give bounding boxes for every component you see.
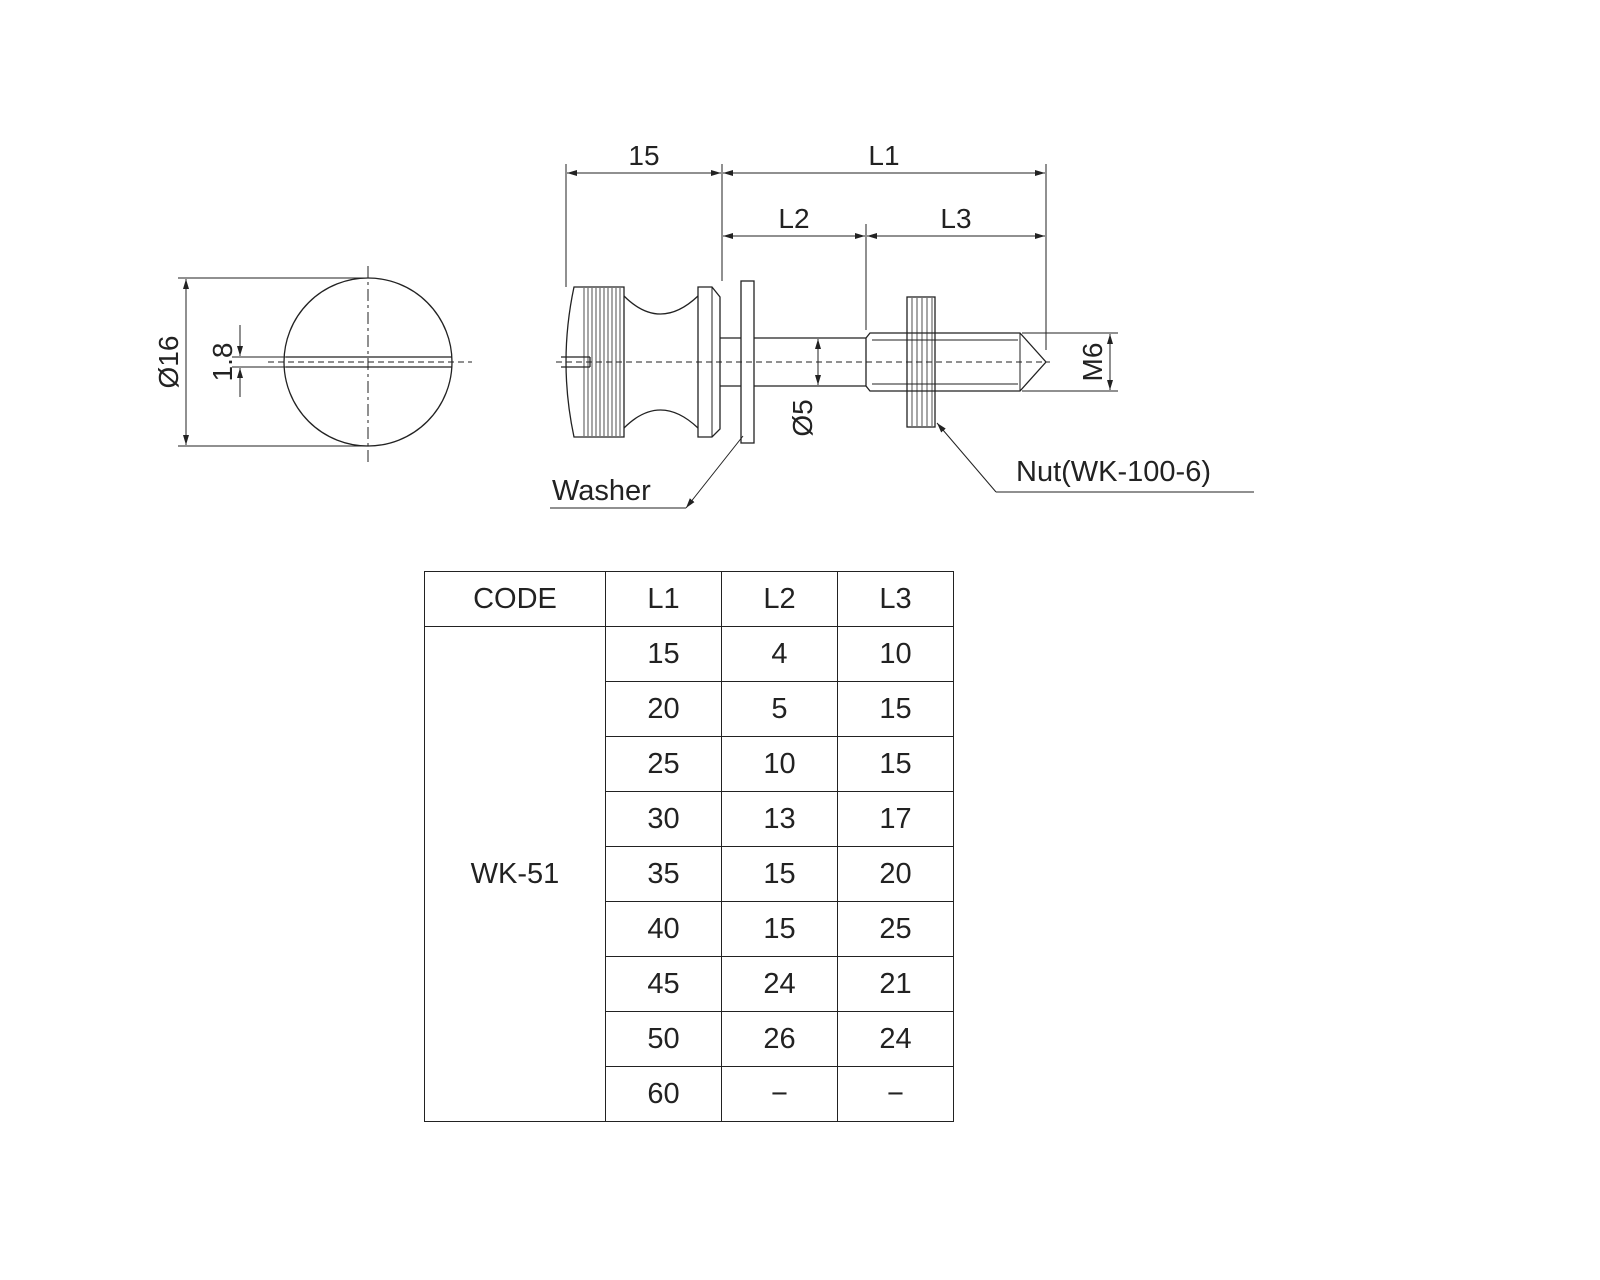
end-view: Ø16 1.8 xyxy=(153,266,472,462)
table-row: 45 24 21 xyxy=(425,956,954,1012)
cell-l1: 35 xyxy=(605,846,722,902)
head-knurling xyxy=(583,288,621,436)
nut xyxy=(906,296,936,428)
table-row: 25 10 15 xyxy=(425,736,954,792)
head-width-label: 15 xyxy=(628,140,659,171)
header-l1: L1 xyxy=(605,571,722,627)
cell-l2: 15 xyxy=(721,901,838,957)
table-row: 60 − − xyxy=(425,1066,954,1122)
cell-l1: 45 xyxy=(605,956,722,1012)
cell-l3: 15 xyxy=(837,736,954,792)
cell-l1: 25 xyxy=(605,736,722,792)
cell-l2: 26 xyxy=(721,1011,838,1067)
cell-l2: 13 xyxy=(721,791,838,847)
l3-label: L3 xyxy=(940,203,971,234)
head-diameter-label: Ø16 xyxy=(153,336,184,389)
cell-l2: − xyxy=(721,1066,838,1122)
header-l3: L3 xyxy=(837,571,954,627)
header-code: CODE xyxy=(424,571,606,627)
table-row: 40 15 25 xyxy=(425,901,954,957)
cell-l3: 25 xyxy=(837,901,954,957)
cell-l2: 10 xyxy=(721,736,838,792)
cell-l2: 5 xyxy=(721,681,838,737)
cell-l3: 17 xyxy=(837,791,954,847)
shank-diameter-label: Ø5 xyxy=(787,399,818,436)
cell-l1: 20 xyxy=(605,681,722,737)
side-view: 15 L1 L2 L3 Ø5 M6 Washer Nut(WK-100-6) xyxy=(550,140,1254,509)
knurled-head xyxy=(565,286,625,438)
table-row: 20 5 15 xyxy=(425,681,954,737)
code-cell: WK-51 xyxy=(424,626,606,1122)
cell-l1: 30 xyxy=(605,791,722,847)
table-row: 35 15 20 xyxy=(425,846,954,902)
cell-l1: 60 xyxy=(605,1066,722,1122)
neck xyxy=(623,295,699,315)
slot-width-label: 1.8 xyxy=(207,343,238,382)
cell-l1: 40 xyxy=(605,901,722,957)
l1-label: L1 xyxy=(868,140,899,171)
cell-l1: 50 xyxy=(605,1011,722,1067)
table-row: 30 13 17 xyxy=(425,791,954,847)
nut-callout: Nut(WK-100-6) xyxy=(1016,456,1211,488)
cell-l2: 4 xyxy=(721,626,838,682)
washer xyxy=(740,280,755,444)
header-l2: L2 xyxy=(721,571,838,627)
nut-knurling xyxy=(911,298,933,426)
washer-callout: Washer xyxy=(552,475,651,507)
cell-l3: − xyxy=(837,1066,954,1122)
cell-l3: 15 xyxy=(837,681,954,737)
cell-l3: 10 xyxy=(837,626,954,682)
cell-l1: 15 xyxy=(605,626,722,682)
cell-l3: 21 xyxy=(837,956,954,1012)
cell-l3: 24 xyxy=(837,1011,954,1067)
table-row: 50 26 24 xyxy=(425,1011,954,1067)
l2-label: L2 xyxy=(778,203,809,234)
threaded-section xyxy=(865,332,1047,392)
cell-l3: 20 xyxy=(837,846,954,902)
table-header-row: CODE L1 L2 L3 xyxy=(424,571,954,627)
cell-l2: 15 xyxy=(721,846,838,902)
thread-label: M6 xyxy=(1077,343,1108,382)
table-row: WK-51 15 4 10 xyxy=(424,626,954,1122)
dimension-table: CODE L1 L2 L3 WK-51 15 4 10 20 5 15 25 1… xyxy=(424,571,954,1122)
cell-l2: 24 xyxy=(721,956,838,1012)
